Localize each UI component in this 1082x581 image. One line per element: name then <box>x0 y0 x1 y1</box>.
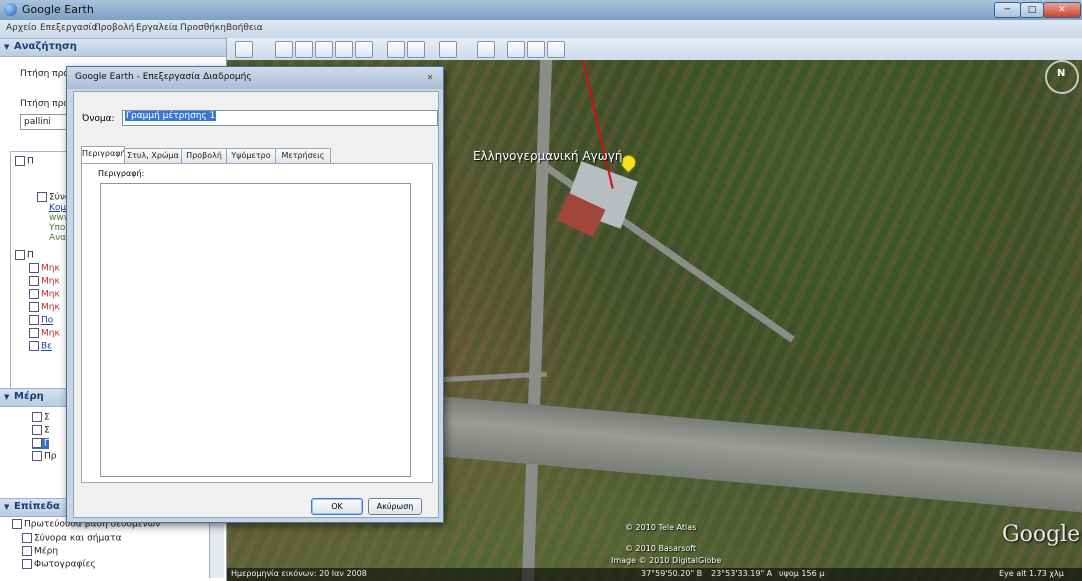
tree-item[interactable]: Υπο <box>49 223 66 233</box>
tree-item[interactable]: Bε <box>29 341 52 352</box>
tab-style-color[interactable]: Στυλ, Χρώμα <box>124 148 182 163</box>
map-credit: Image © 2010 DigitalGlobe <box>611 556 722 565</box>
tree-item[interactable]: Μηκ <box>29 289 60 300</box>
road <box>521 60 553 581</box>
tree-checkbox[interactable] <box>15 156 25 166</box>
layers-item[interactable]: Φωτογραφίες <box>22 559 96 570</box>
tree-item[interactable]: Π <box>15 250 34 261</box>
google-earth-icon <box>4 3 17 16</box>
tree-item[interactable]: Μηκ <box>29 302 60 313</box>
longitude: 23°53'33.19" Α <box>711 569 773 578</box>
tree-item[interactable]: Π <box>15 156 34 167</box>
map-credit: © 2010 Basarsoft <box>625 544 697 553</box>
tab-panel: Περιγραφή: <box>81 163 433 483</box>
menu-bar: Αρχείο Επεξεργασία Προβολή Εργαλεία Προσ… <box>0 20 1082 39</box>
maximize-button[interactable]: □ <box>1020 2 1044 18</box>
menu-edit[interactable]: Επεξεργασία <box>40 23 98 33</box>
tree-checkbox[interactable] <box>37 192 47 202</box>
description-label: Περιγραφή: <box>98 169 145 178</box>
edit-path-dialog: Google Earth - Επεξεργασία Διαδρομής ✕ Ό… <box>66 66 444 523</box>
google-logo: Google <box>1002 522 1081 547</box>
menu-file[interactable]: Αρχείο <box>6 23 37 33</box>
collapse-arrow-icon: ▼ <box>4 43 10 51</box>
compass-icon[interactable]: N <box>1045 60 1079 94</box>
ruler-icon[interactable] <box>477 41 495 58</box>
description-textarea[interactable] <box>100 183 411 477</box>
tree-item[interactable]: Ανα <box>49 233 67 243</box>
elevation: υψομ 156 μ <box>779 569 825 578</box>
menu-add[interactable]: Προσθήκη <box>180 23 226 33</box>
tree-item[interactable]: Μηκ <box>29 328 60 339</box>
tree-item[interactable]: Μηκ <box>29 276 60 287</box>
dialog-body: Όνομα: Γραμμή μέτρησης 1 Περιγραφή Στυλ,… <box>73 91 439 518</box>
email-icon[interactable] <box>507 41 525 58</box>
dialog-title-bar[interactable]: Google Earth - Επεξεργασία Διαδρομής ✕ <box>67 67 443 89</box>
tree-item[interactable]: Μηκ <box>29 263 60 274</box>
maps-icon[interactable] <box>547 41 565 58</box>
cancel-button[interactable]: Ακύρωση <box>368 498 422 515</box>
status-bar: Ημερομηνία εικόνων: 20 Ιαν 2008 37°59'50… <box>227 568 1082 581</box>
menu-help[interactable]: Βοήθεια <box>226 23 263 33</box>
search-panel-header[interactable]: ▼ Αναζήτηση <box>0 38 226 57</box>
tour-icon[interactable] <box>355 41 373 58</box>
tree-checkbox[interactable] <box>15 250 25 260</box>
placemark-icon[interactable] <box>275 41 293 58</box>
collapse-arrow-icon: ▼ <box>4 393 10 401</box>
overlay-icon[interactable] <box>335 41 353 58</box>
name-label: Όνομα: <box>82 114 115 124</box>
places-item-selected[interactable]: Γ <box>32 438 50 449</box>
fly-to-label-2: Πτήση προς <box>20 99 75 109</box>
eye-altitude: Eye alt 1.73 χλμ <box>999 569 1064 578</box>
dialog-title: Google Earth - Επεξεργασία Διαδρομής <box>75 72 252 82</box>
map-credit: © 2010 Tele Atlas <box>625 523 697 532</box>
toolbar <box>227 38 1082 61</box>
layers-scrollbar[interactable] <box>209 516 224 578</box>
close-button[interactable]: ✕ <box>1043 2 1081 18</box>
print-icon[interactable] <box>527 41 545 58</box>
places-item[interactable]: Πρ <box>32 451 56 462</box>
fly-to-label: Πτήση προς <box>20 69 75 79</box>
imagery-date: Ημερομηνία εικόνων: 20 Ιαν 2008 <box>231 569 367 578</box>
ok-button[interactable]: OK <box>311 498 363 515</box>
sun-icon[interactable] <box>407 41 425 58</box>
tree-item[interactable]: Σύνολ <box>37 192 76 203</box>
tree-item[interactable]: Κομ <box>49 203 67 213</box>
places-item[interactable]: Σ <box>32 412 50 423</box>
window-title-bar: Google Earth ─ □ ✕ <box>0 0 1082 21</box>
layers-item[interactable]: Μέρη <box>22 546 58 557</box>
path-icon[interactable] <box>315 41 333 58</box>
search-input[interactable]: pallini <box>20 114 71 130</box>
dialog-close-icon[interactable]: ✕ <box>426 73 434 82</box>
places-item[interactable]: Σ <box>32 425 50 436</box>
polygon-icon[interactable] <box>295 41 313 58</box>
history-icon[interactable] <box>387 41 405 58</box>
window-title: Google Earth <box>22 3 94 16</box>
tree-item[interactable]: Πο <box>29 315 53 326</box>
map-placemark-label[interactable]: Ελληνογερμανική Αγωγή <box>473 149 623 163</box>
minimize-button[interactable]: ─ <box>994 2 1021 18</box>
tree-item[interactable]: www <box>49 213 72 223</box>
sidebar-toggle-icon[interactable] <box>235 41 253 58</box>
latitude: 37°59'50.20" Β <box>641 569 703 578</box>
layers-item[interactable]: Σύνορα και σήματα <box>22 533 122 544</box>
menu-view[interactable]: Προβολή <box>94 23 135 33</box>
tab-description[interactable]: Περιγραφή <box>81 146 126 164</box>
name-input[interactable]: Γραμμή μέτρησης 1 <box>122 110 438 126</box>
tab-altitude[interactable]: Υψόμετρο <box>226 148 276 163</box>
tab-view[interactable]: Προβολή <box>181 148 227 163</box>
layers-item[interactable]: Πρωτεύουσα βάση δεδομένων <box>12 519 160 530</box>
planets-icon[interactable] <box>439 41 457 58</box>
collapse-arrow-icon: ▼ <box>4 503 10 511</box>
menu-tools[interactable]: Εργαλεία <box>136 23 178 33</box>
tab-measurements[interactable]: Μετρήσεις <box>275 148 331 163</box>
